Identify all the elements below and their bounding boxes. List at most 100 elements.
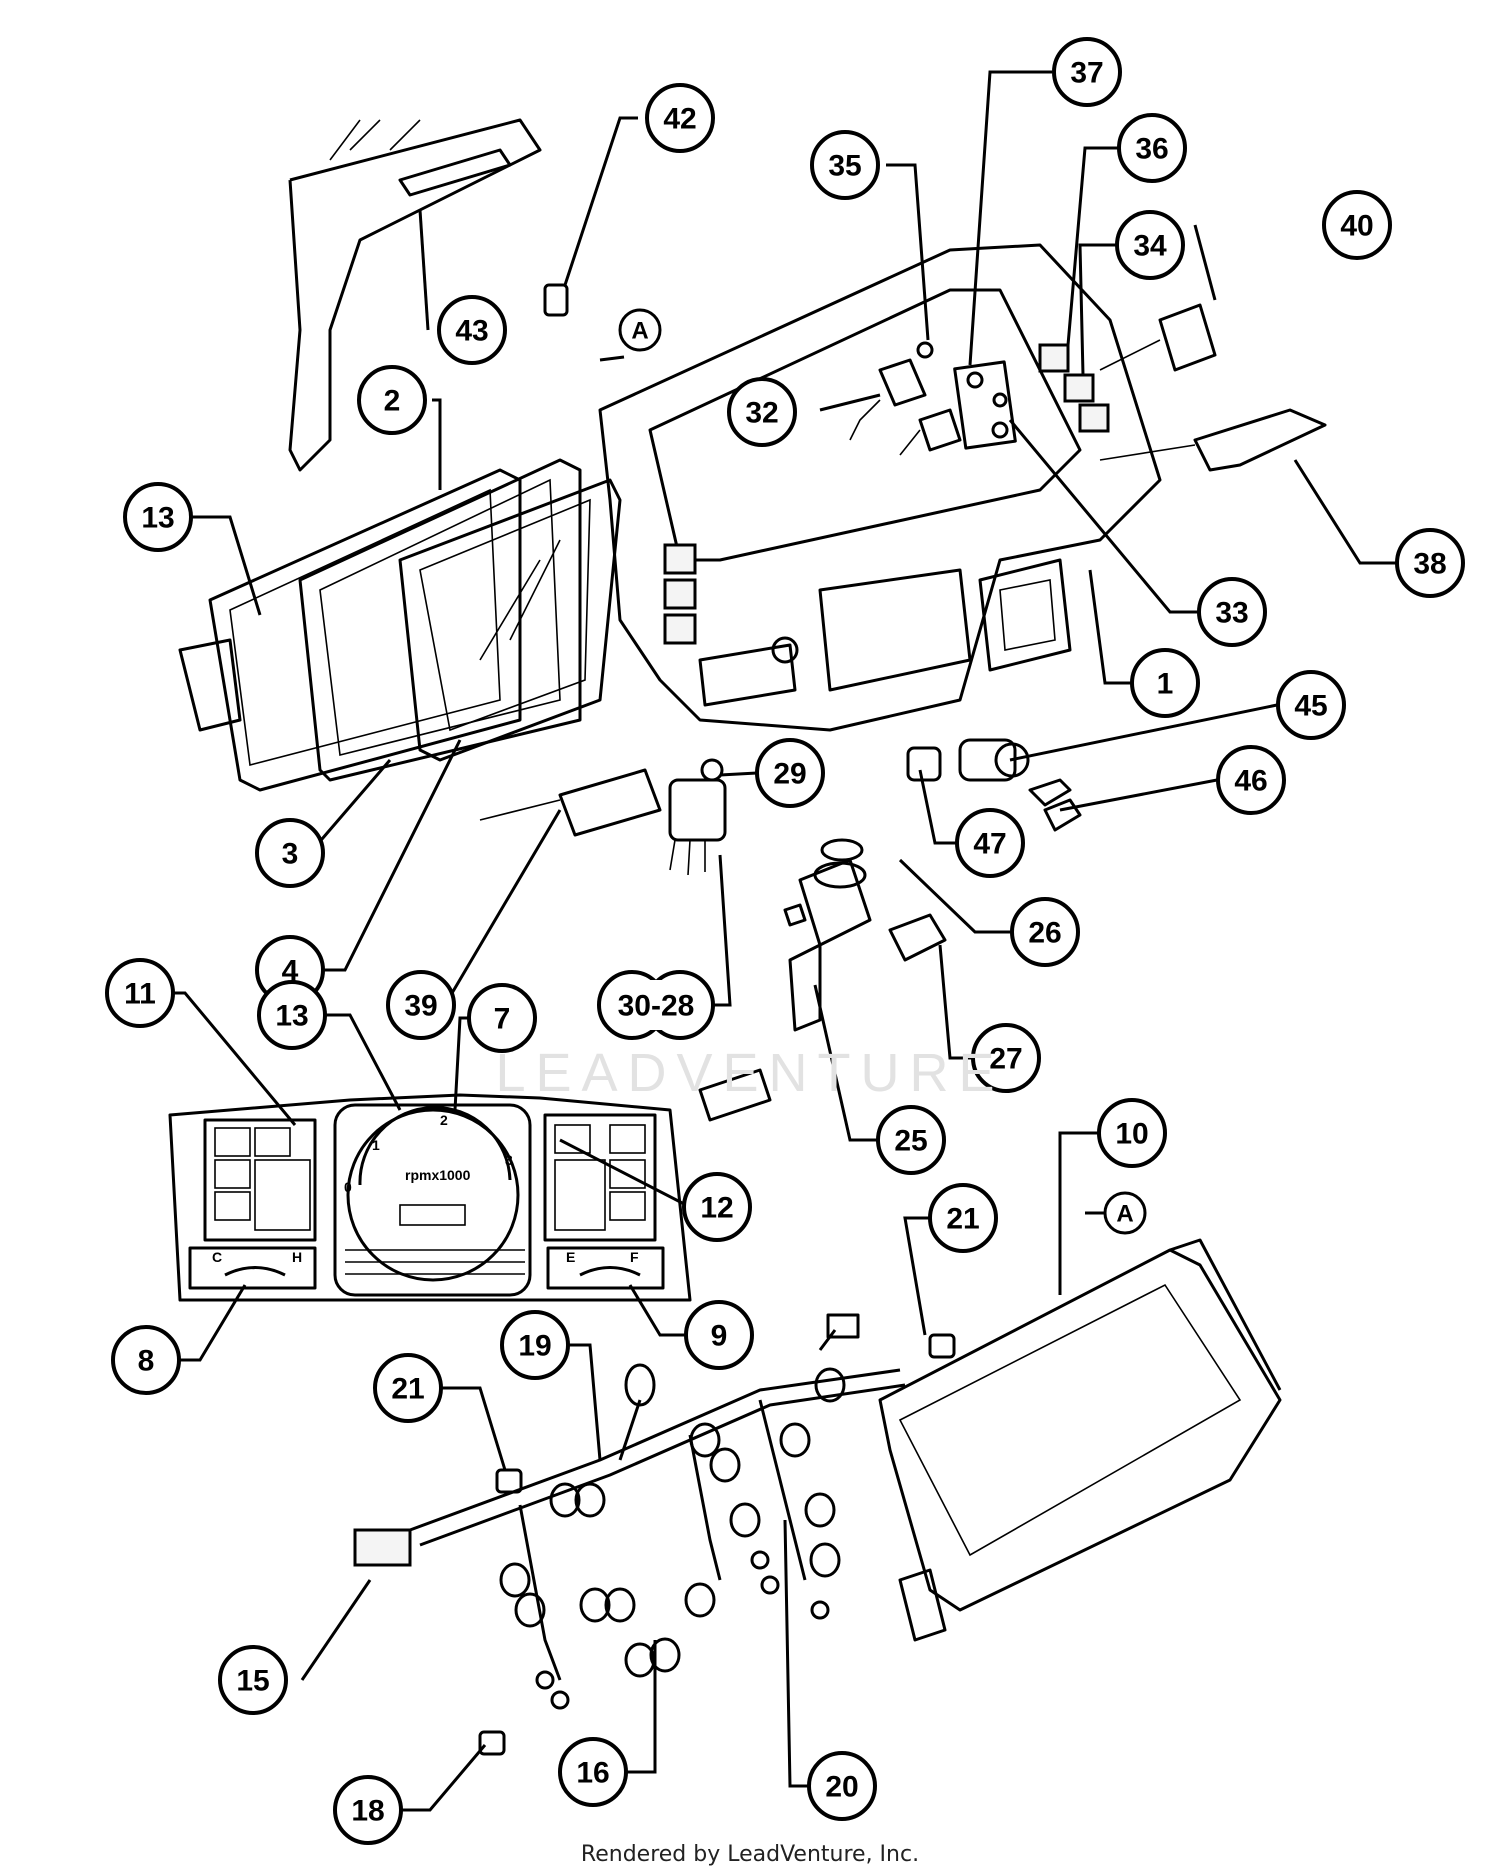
callout-19: 19: [500, 1310, 570, 1380]
callout-35: 35: [810, 130, 880, 200]
svg-text:A: A: [1116, 1201, 1133, 1228]
svg-text:1: 1: [1157, 668, 1174, 701]
dash-housing: [598, 243, 1162, 732]
svg-text:9: 9: [711, 1320, 728, 1353]
fuel-empty-label: E: [566, 1249, 575, 1265]
svg-text:32: 32: [745, 397, 778, 430]
callout-30-28: 30-28: [597, 970, 715, 1040]
svg-text:20: 20: [825, 1771, 858, 1804]
tach-tick-3: 3: [505, 1152, 513, 1168]
callout-1: 1: [1130, 648, 1200, 718]
svg-text:3: 3: [282, 838, 299, 871]
svg-text:33: 33: [1215, 597, 1248, 630]
svg-text:16: 16: [576, 1757, 609, 1790]
decal-39: [558, 768, 662, 837]
svg-text:29: 29: [773, 758, 806, 791]
svg-text:34: 34: [1133, 230, 1167, 263]
svg-text:47: 47: [973, 828, 1006, 861]
callout-21-right: 21: [928, 1183, 998, 1253]
callout-34: 34: [1115, 210, 1185, 280]
svg-text:19: 19: [518, 1330, 551, 1363]
svg-text:21: 21: [946, 1203, 979, 1236]
svg-text:A: A: [631, 318, 648, 345]
svg-text:8: 8: [138, 1345, 155, 1378]
svg-text:27: 27: [989, 1043, 1022, 1076]
callout-9: 9: [684, 1300, 754, 1370]
callout-18: 18: [333, 1775, 403, 1845]
svg-text:13: 13: [275, 1000, 308, 1033]
callout-42: 42: [645, 83, 715, 153]
svg-text:2: 2: [384, 385, 401, 418]
svg-text:35: 35: [828, 150, 861, 183]
ignition-switch: [668, 758, 727, 876]
tach-tick-2: 2: [440, 1112, 448, 1128]
light-switch: [698, 838, 947, 1122]
callout-8: 8: [111, 1325, 181, 1395]
callout-33: 33: [1197, 577, 1267, 647]
svg-text:38: 38: [1413, 548, 1446, 581]
callout-29: 29: [755, 738, 825, 808]
svg-text:21: 21: [391, 1373, 424, 1406]
svg-text:12: 12: [700, 1192, 733, 1225]
svg-text:18: 18: [351, 1795, 384, 1828]
svg-text:36: 36: [1135, 133, 1168, 166]
hood-frame: [288, 118, 542, 472]
callout-40: 40: [1322, 190, 1392, 260]
decal-40: [1158, 303, 1217, 372]
temp-hot-label: H: [292, 1249, 302, 1265]
svg-text:37: 37: [1070, 57, 1103, 90]
callout-a-top: A: [618, 308, 662, 352]
svg-text:46: 46: [1234, 765, 1267, 798]
callout-20: 20: [807, 1751, 877, 1821]
callout-37: 37: [1052, 37, 1122, 107]
svg-text:25: 25: [894, 1125, 927, 1158]
callout-10: 10: [1097, 1098, 1167, 1168]
svg-text:26: 26: [1028, 917, 1061, 950]
tach-tick-0: 0: [344, 1179, 352, 1195]
screws: [478, 283, 1008, 1756]
tach-rpm-label: rpmx1000: [405, 1167, 471, 1183]
callout-16: 16: [558, 1737, 628, 1807]
callout-3: 3: [255, 818, 325, 888]
callout-43: 43: [437, 295, 507, 365]
callout-39: 39: [386, 970, 456, 1040]
callout-27: 27: [971, 1023, 1041, 1093]
instrument-panel: 1 2 3 0 rpmx1000 C H E F: [168, 1093, 692, 1302]
svg-text:13: 13: [141, 502, 174, 535]
svg-text:15: 15: [236, 1665, 269, 1698]
svg-text:45: 45: [1294, 690, 1327, 723]
rear-housing: [878, 1238, 1282, 1642]
callout-38: 38: [1395, 528, 1465, 598]
svg-text:40: 40: [1340, 210, 1373, 243]
svg-text:42: 42: [663, 103, 696, 136]
callout-47: 47: [955, 808, 1025, 878]
callout-36: 36: [1117, 113, 1187, 183]
svg-text:30-28: 30-28: [618, 990, 695, 1023]
callout-21-left: 21: [373, 1353, 443, 1423]
svg-text:43: 43: [455, 315, 488, 348]
callout-13-top: 13: [123, 482, 193, 552]
bezel-stack: [178, 458, 622, 792]
footer-credit: Rendered by LeadVenture, Inc.: [580, 1842, 920, 1867]
callout-a-bottom: A: [1103, 1191, 1147, 1235]
key-switch: [906, 738, 1082, 832]
callout-12: 12: [682, 1172, 752, 1242]
callout-32: 32: [727, 377, 797, 447]
callout-7: 7: [467, 983, 537, 1053]
callout-11: 11: [105, 958, 175, 1028]
svg-text:39: 39: [404, 990, 437, 1023]
callout-25: 25: [876, 1105, 946, 1175]
callout-46: 46: [1216, 745, 1286, 815]
svg-text:11: 11: [124, 978, 156, 1011]
tach-tick-1: 1: [372, 1137, 380, 1153]
svg-text:4: 4: [282, 955, 299, 988]
callout-45: 45: [1276, 670, 1346, 740]
watermark: LEADVENTURE: [495, 1043, 1005, 1103]
callout-15: 15: [218, 1645, 288, 1715]
temp-cold-label: C: [212, 1249, 222, 1265]
svg-text:7: 7: [494, 1003, 511, 1036]
callout-26: 26: [1010, 897, 1080, 967]
callout-2: 2: [357, 365, 427, 435]
bulb-cluster: [499, 1367, 846, 1710]
